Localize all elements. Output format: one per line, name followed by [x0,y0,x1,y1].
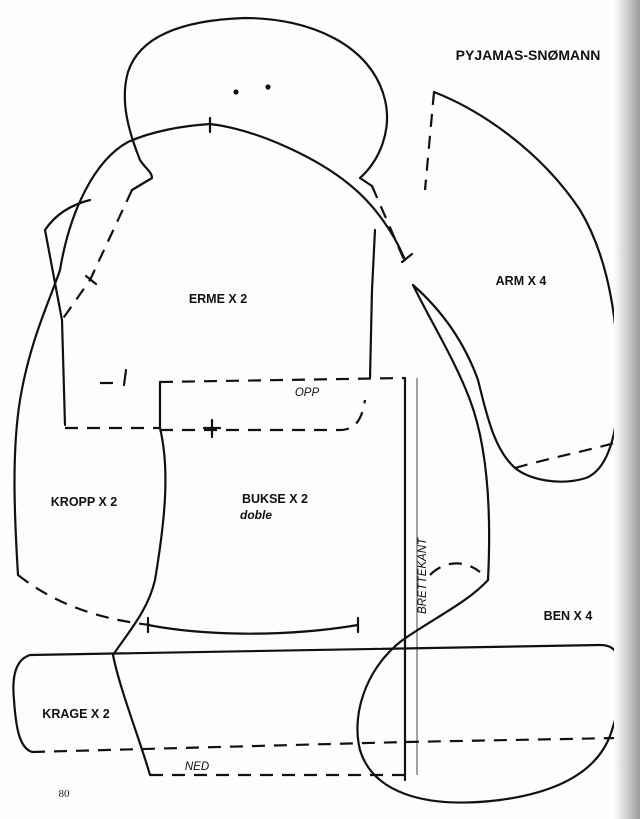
trousers-left-outline [111,380,167,777]
label-opp: OPP [295,387,320,399]
label-krage: KRAGE X 2 [42,707,109,721]
head-outline [123,16,389,188]
page-edge-shadow [614,0,640,819]
page-number: 80 [59,788,71,800]
label-bukse-note: doble [240,508,272,522]
sleeve-top-seam [61,189,133,321]
eye-dot-left [233,89,239,95]
label-brettekant: BRETTEKANT [417,537,429,614]
neck-left [130,158,154,192]
body-outline [13,122,212,577]
trousers-top-dash [159,376,406,384]
label-ned: NED [185,761,209,773]
page-title: PYJAMAS-SNØMANN [456,47,601,63]
label-arm: ARM X 4 [496,274,547,288]
label-ben: BEN X 4 [544,609,593,623]
arm-fold-dash [423,91,436,191]
arm-outline [411,90,620,483]
collar-outline [12,643,622,754]
eye-dot-right [265,84,271,90]
label-kropp: KROPP X 2 [51,495,118,509]
sleeve-outline [43,198,377,427]
label-erme: ERME X 2 [189,292,247,306]
label-bukse: BUKSE X 2 [242,492,308,506]
trousers-crotch-curve [146,623,360,635]
